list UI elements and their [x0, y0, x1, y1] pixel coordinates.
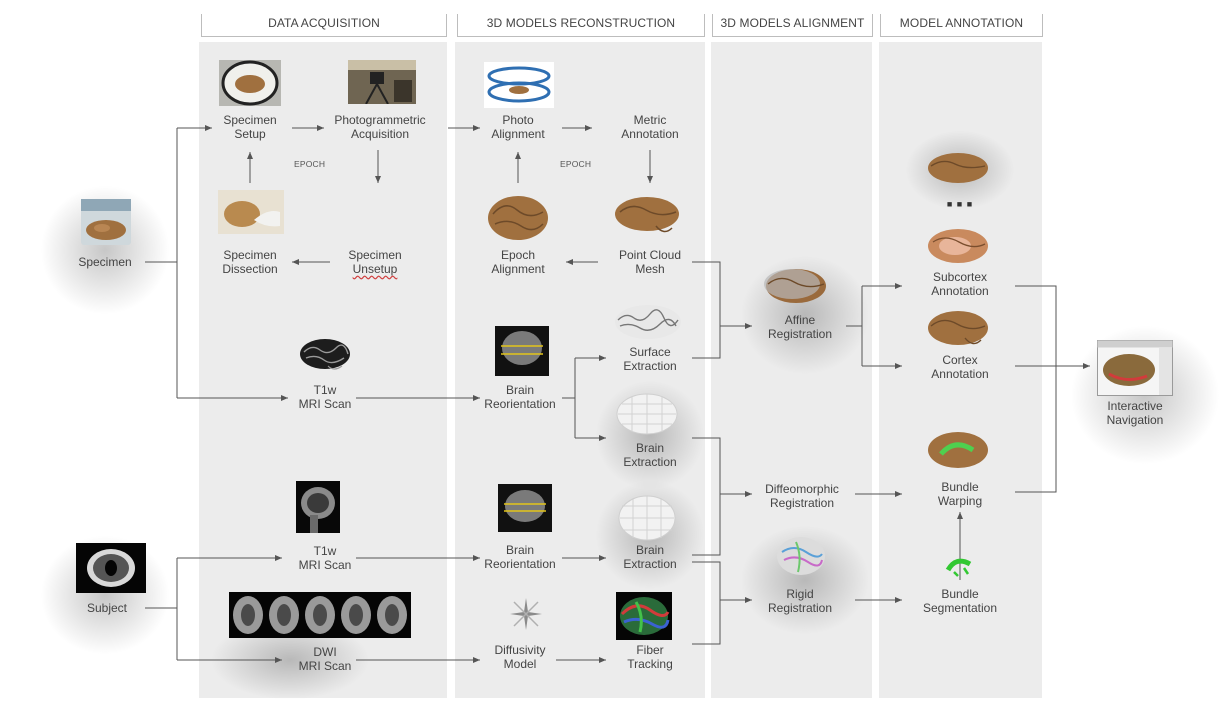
brain-reorientation-image — [498, 484, 552, 532]
phase-header-annotation: MODEL ANNOTATION — [880, 14, 1043, 37]
photo-alignment-image — [484, 62, 554, 108]
rigid-registration-image — [777, 537, 825, 575]
photogrammetric-rig-image — [348, 60, 416, 104]
affine-registration-image — [764, 269, 826, 303]
bundle-segmentation-image — [945, 558, 972, 577]
alignment-column — [711, 42, 872, 698]
phase-label: MODEL ANNOTATION — [899, 16, 1024, 30]
phase-label: DATA ACQUISITION — [268, 16, 380, 30]
phase-header-reconstruction: 3D MODELS RECONSTRUCTION — [457, 14, 705, 37]
epoch-alignment-brain-image — [488, 196, 548, 240]
specimen-jar-image — [81, 199, 131, 245]
fiber-tracking-image — [616, 592, 672, 640]
brain-extraction-voxel-image — [618, 495, 676, 541]
phase-label: 3D MODELS RECONSTRUCTION — [486, 16, 676, 30]
annotation-column — [879, 42, 1042, 698]
interactive-navigation-window-image — [1097, 340, 1173, 396]
bundle-warping-brain-image — [928, 432, 988, 468]
phase-header-data-acquisition: DATA ACQUISITION — [201, 14, 447, 37]
phase-header-alignment: 3D MODELS ALIGNMENT — [712, 14, 873, 37]
point-cloud-brain-image — [615, 197, 679, 233]
subject-axial-scan-image — [76, 543, 146, 593]
epoch-label: EPOCH — [560, 159, 592, 169]
brain-reorientation-image — [495, 326, 549, 376]
phase-label: 3D MODELS ALIGNMENT — [720, 16, 865, 30]
more-annotations-ellipsis: ■ ■ ■ — [946, 199, 974, 209]
diffusivity-model-image — [510, 598, 542, 630]
dwi-slices-image — [229, 592, 411, 638]
specimen-dissection-image — [218, 190, 284, 234]
surface-extraction-image — [615, 305, 681, 339]
specimen-setup-image — [219, 60, 281, 106]
subject-node: Subject — [86, 601, 128, 615]
specimen-node: Specimen — [78, 255, 132, 269]
brain-extraction-voxel-image — [616, 393, 678, 435]
subcortex-brain-image — [928, 229, 988, 263]
epoch-label: EPOCH — [294, 159, 326, 169]
cortex-brain-image — [928, 311, 988, 345]
annotation-brain-image — [928, 153, 988, 183]
t1w-sagittal-scan-image — [296, 481, 340, 533]
t1w-brain-3d-image — [300, 339, 350, 370]
data-acquisition-column — [199, 42, 447, 698]
